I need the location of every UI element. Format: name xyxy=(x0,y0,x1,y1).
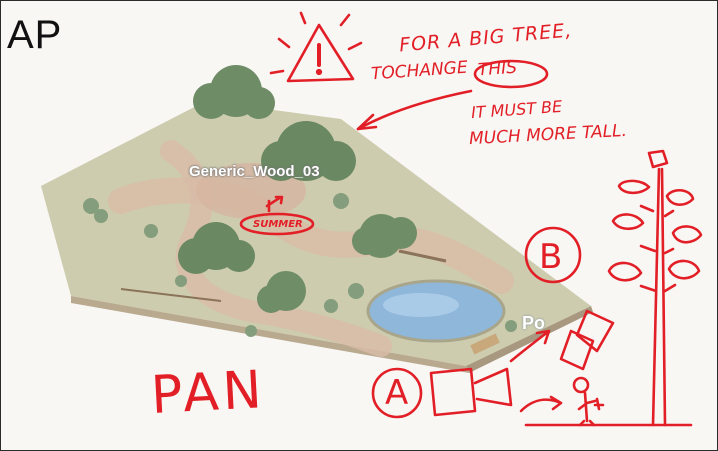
object-label-pond[interactable]: Po xyxy=(522,313,545,334)
pan-label: PAN xyxy=(150,360,267,426)
camera-icon xyxy=(431,369,475,415)
stick-figure-icon xyxy=(521,378,603,425)
camera-b-label: B xyxy=(539,237,562,277)
annotation-note-highlight: THIS xyxy=(477,58,517,81)
tree xyxy=(193,65,275,119)
season-label: SUMMER xyxy=(253,219,303,230)
pond-shine xyxy=(383,293,459,317)
camera-a-label: A xyxy=(385,373,408,413)
camera-icon xyxy=(561,331,593,369)
tall-tree-sketch xyxy=(609,151,701,425)
page-title: AP xyxy=(7,15,62,55)
object-label-wood[interactable]: Generic_Wood_03 xyxy=(189,163,320,180)
pointer-arrow xyxy=(358,91,471,129)
